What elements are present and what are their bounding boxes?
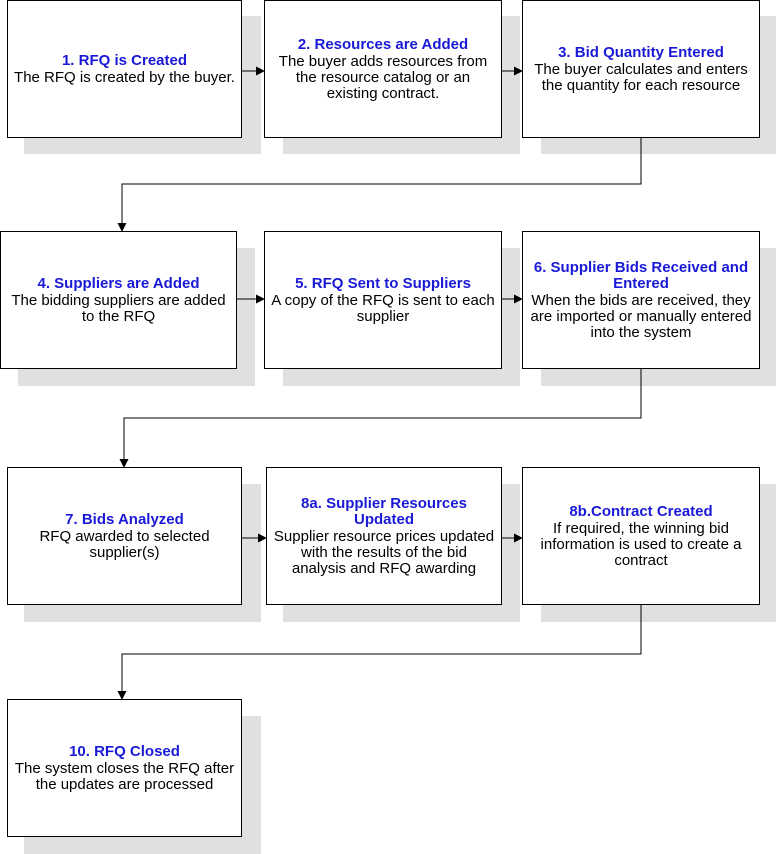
- step-2-box: 2. Resources are Added The buyer adds re…: [264, 0, 502, 138]
- step-1-title: 1. RFQ is Created: [61, 51, 188, 69]
- step-4-title: 4. Suppliers are Added: [37, 274, 200, 292]
- step-1-description: The RFQ is created by the buyer.: [14, 68, 235, 86]
- step-5-box: 5. RFQ Sent to Suppliers A copy of the R…: [264, 231, 502, 369]
- step-8b-box: 8b.Contract Created If required, the win…: [522, 467, 760, 605]
- step-4-box: 4. Suppliers are Added The bidding suppl…: [0, 231, 237, 369]
- step-5-description: A copy of the RFQ is sent to each suppli…: [271, 291, 495, 325]
- step-10-box: 10. RFQ Closed The system closes the RFQ…: [7, 699, 242, 837]
- step-6-description: When the bids are received, they are imp…: [530, 291, 752, 341]
- arrow-6-7: [119, 368, 642, 468]
- arrow-3-4: [117, 137, 642, 232]
- step-3-title: 3. Bid Quantity Entered: [558, 43, 724, 61]
- step-8a-box: 8a. Supplier Resources Updated Supplier …: [266, 467, 502, 605]
- step-6-box: 6. Supplier Bids Received and Entered Wh…: [522, 231, 760, 369]
- step-8b-description: If required, the winning bid information…: [540, 519, 742, 569]
- step-3-box: 3. Bid Quantity Entered The buyer calcul…: [522, 0, 760, 138]
- step-2-description: The buyer adds resources from the resour…: [278, 52, 488, 102]
- step-7-title: 7. Bids Analyzed: [65, 510, 184, 528]
- arrow-8b-10: [117, 605, 642, 700]
- step-2-title: 2. Resources are Added: [297, 35, 469, 53]
- step-10-title: 10. RFQ Closed: [69, 742, 180, 760]
- step-4-description: The bidding suppliers are added to the R…: [11, 291, 226, 325]
- step-3-description: The buyer calculates and enters the quan…: [534, 60, 748, 94]
- step-1-box: 1. RFQ is Created The RFQ is created by …: [7, 0, 242, 138]
- step-8b-title: 8b.Contract Created: [569, 502, 713, 520]
- step-5-title: 5. RFQ Sent to Suppliers: [295, 274, 471, 292]
- step-10-description: The system closes the RFQ after the upda…: [14, 759, 235, 793]
- step-8a-description: Supplier resource prices updated with th…: [273, 527, 495, 577]
- step-7-description: RFQ awarded to selected supplier(s): [39, 527, 210, 561]
- step-6-title: 6. Supplier Bids Received and Entered: [533, 258, 749, 292]
- step-8a-title: 8a. Supplier Resources Updated: [301, 494, 467, 528]
- step-7-box: 7. Bids Analyzed RFQ awarded to selected…: [7, 467, 242, 605]
